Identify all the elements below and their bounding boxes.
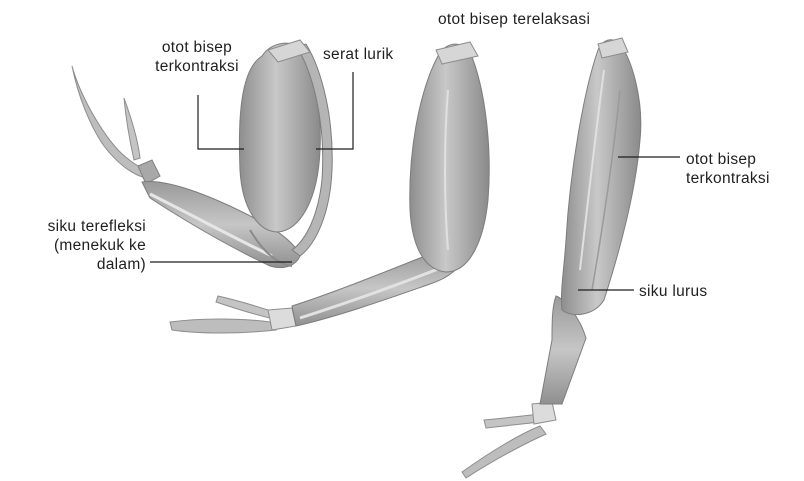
label-bicep-contracted-top-line2: terkontraksi: [138, 57, 256, 76]
label-elbow-flexed-line2: (menekuk ke: [6, 236, 146, 255]
label-bicep-contracted-right-line1: otot bisep: [686, 150, 770, 169]
flexed-arm-hand: [72, 66, 150, 178]
label-bicep-contracted-right: otot bisep terkontraksi: [686, 150, 770, 188]
label-elbow-flexed-line3: dalam): [6, 255, 146, 274]
flexed-arm-wrist: [138, 160, 160, 184]
straight-arm-illustration: [462, 38, 641, 478]
label-bicep-relaxed: otot bisep terelaksasi: [438, 10, 590, 29]
label-striated-fiber: serat lurik: [323, 45, 393, 64]
straight-arm-hand: [462, 426, 546, 478]
label-elbow-flexed-line1: siku terefleksi: [6, 217, 146, 236]
label-bicep-contracted-right-line2: terkontraksi: [686, 169, 770, 188]
straight-arm-biceps: [561, 40, 640, 315]
relaxed-arm-hand: [170, 319, 276, 333]
leader-line-bicep-contracted-top: [198, 95, 244, 149]
label-elbow-straight: siku lurus: [639, 282, 707, 301]
label-bicep-contracted-top: otot bisep terkontraksi: [138, 38, 256, 76]
relaxed-arm-biceps: [410, 44, 489, 272]
label-bicep-contracted-top-line1: otot bisep: [138, 38, 256, 57]
label-elbow-flexed: siku terefleksi (menekuk ke dalam): [6, 217, 146, 274]
